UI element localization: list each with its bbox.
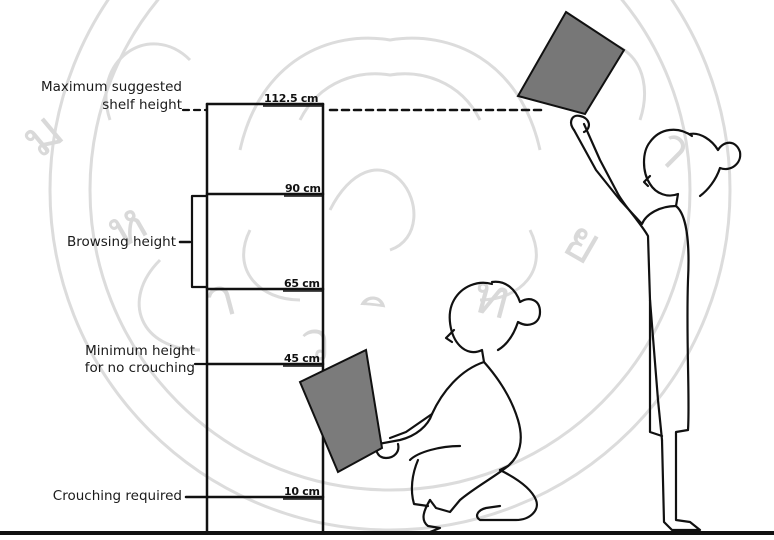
book-held-high xyxy=(518,12,624,114)
min-height-label-line1: Minimum height xyxy=(10,343,195,360)
max-height-label-line2: shelf height xyxy=(10,97,182,114)
book-held-low xyxy=(300,350,382,472)
crouching-figure xyxy=(376,282,540,532)
crouching-required-label: Crouching required xyxy=(10,488,182,505)
standing-figure xyxy=(571,116,740,530)
mark-90-cm: 90 cm xyxy=(285,182,321,195)
browsing-bracket xyxy=(192,196,206,287)
mark-10-cm: 10 cm xyxy=(284,485,320,498)
mark-45-cm: 45 cm xyxy=(284,352,320,365)
mark-65-cm: 65 cm xyxy=(284,277,320,290)
max-height-label-line1: Maximum suggested xyxy=(10,79,182,96)
mark-112-5-cm: 112.5 cm xyxy=(264,92,318,105)
browsing-height-label: Browsing height xyxy=(10,234,176,251)
min-height-label-line2: for no crouching xyxy=(10,360,195,377)
